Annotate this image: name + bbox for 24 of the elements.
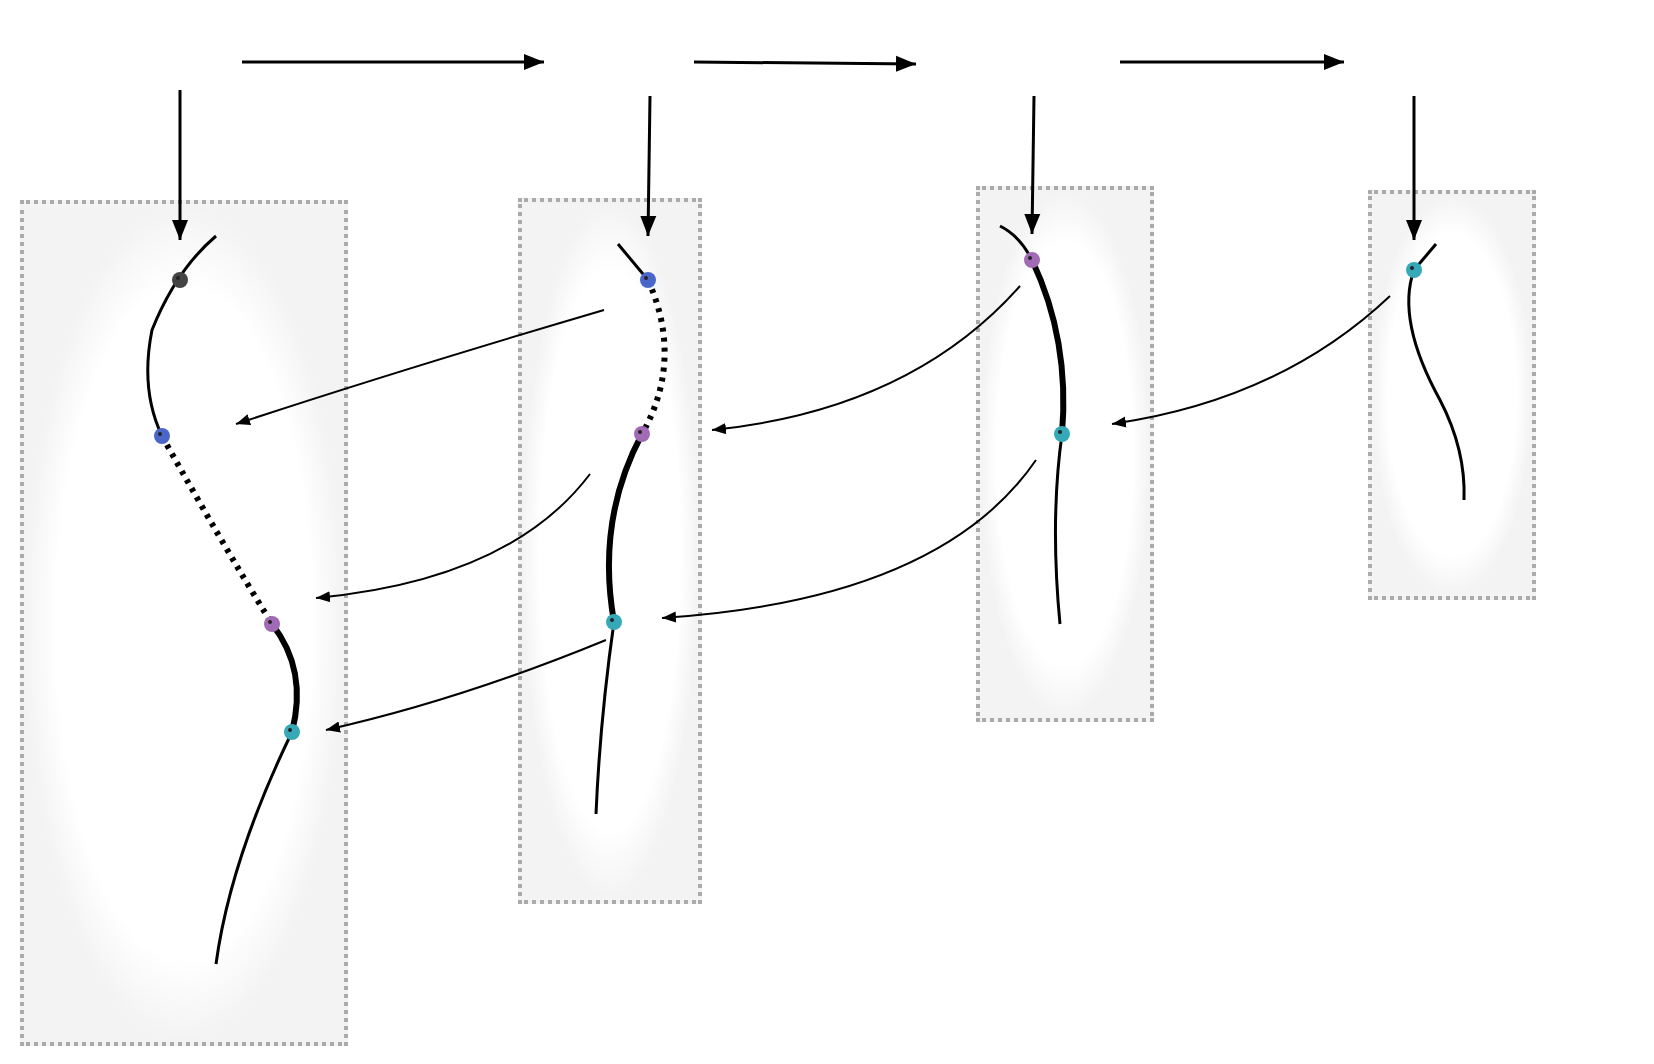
point-marker [284,724,300,740]
point-marker [640,272,656,288]
dotted-panel [20,200,348,1046]
point-marker [1054,426,1070,442]
point-marker [154,428,170,444]
point-marker [1406,262,1422,278]
arrow [661,459,1037,623]
arrow [172,90,188,240]
point-marker [634,426,650,442]
point-marker [172,272,188,288]
arrow [1406,96,1422,240]
arrow [640,95,657,237]
arrow [325,639,607,733]
dotted-panel [518,198,702,904]
arrow [315,473,591,602]
arrow [235,309,605,425]
arrow [1111,295,1391,428]
dotted-panel [976,186,1154,722]
point-marker [606,614,622,630]
point-marker [264,616,280,632]
point-marker [1024,252,1040,268]
arrow [711,285,1021,434]
dotted-panel [1368,190,1536,600]
arrow [1024,95,1041,235]
